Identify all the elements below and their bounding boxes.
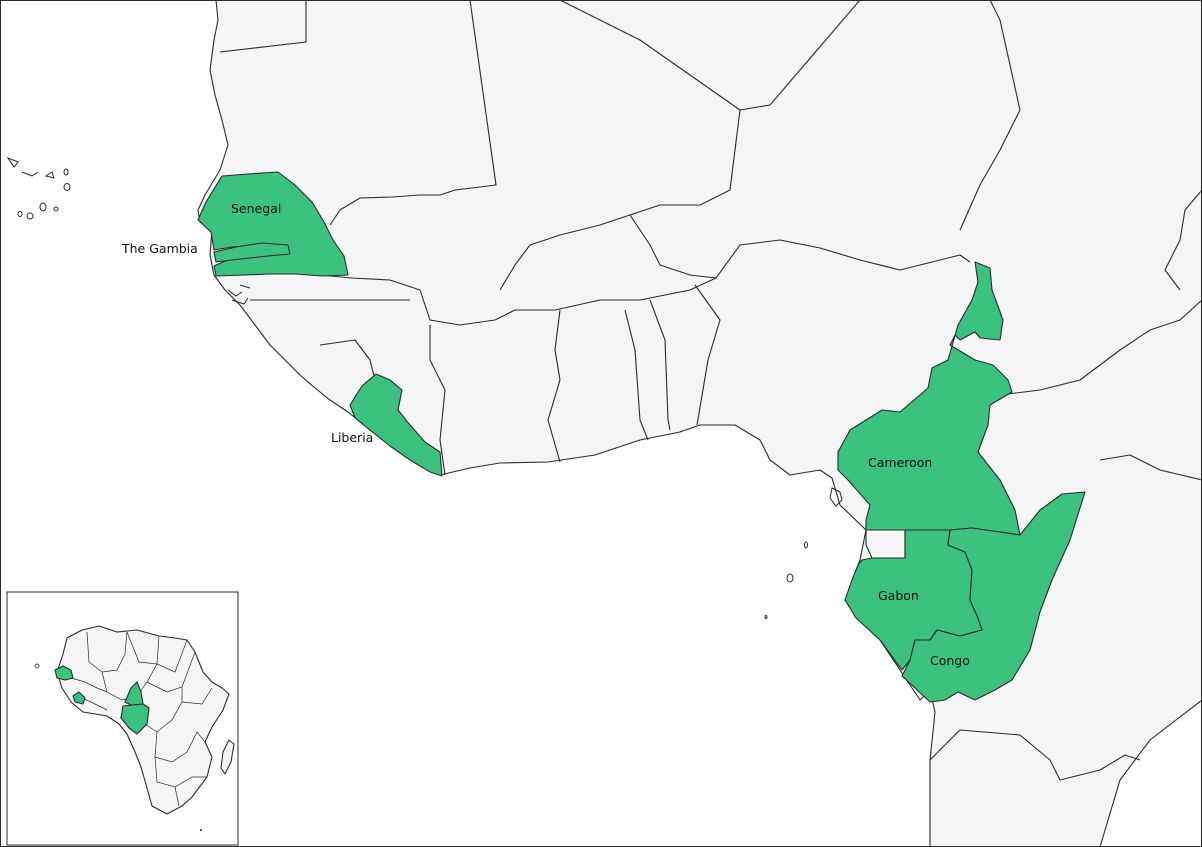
inset-senegal-gambia <box>54 665 74 681</box>
inset-gabon-congo <box>120 703 150 735</box>
gulf-of-guinea-islands <box>764 487 843 619</box>
inset-liberia <box>72 691 86 705</box>
inset-cape-verde <box>34 663 40 669</box>
inset-africa <box>6 591 239 846</box>
label-congo: Congo <box>930 653 970 668</box>
label-gabon: Gabon <box>878 588 919 603</box>
label-the-gambia: The Gambia <box>121 241 198 256</box>
senegal <box>197 171 349 277</box>
label-liberia: Liberia <box>331 430 373 445</box>
inset-island-dot <box>200 829 202 831</box>
congo <box>901 491 1086 703</box>
label-cameroon: Cameroon <box>868 455 932 470</box>
cape-verde-islands <box>6 156 71 220</box>
bijagos-islands <box>227 284 251 305</box>
label-senegal: Senegal <box>231 201 281 216</box>
country-borders <box>219 0 1202 781</box>
the-gambia <box>213 242 291 263</box>
liberia <box>349 373 443 477</box>
inset-madagascar <box>220 739 235 775</box>
equatorial-guinea <box>865 529 906 559</box>
